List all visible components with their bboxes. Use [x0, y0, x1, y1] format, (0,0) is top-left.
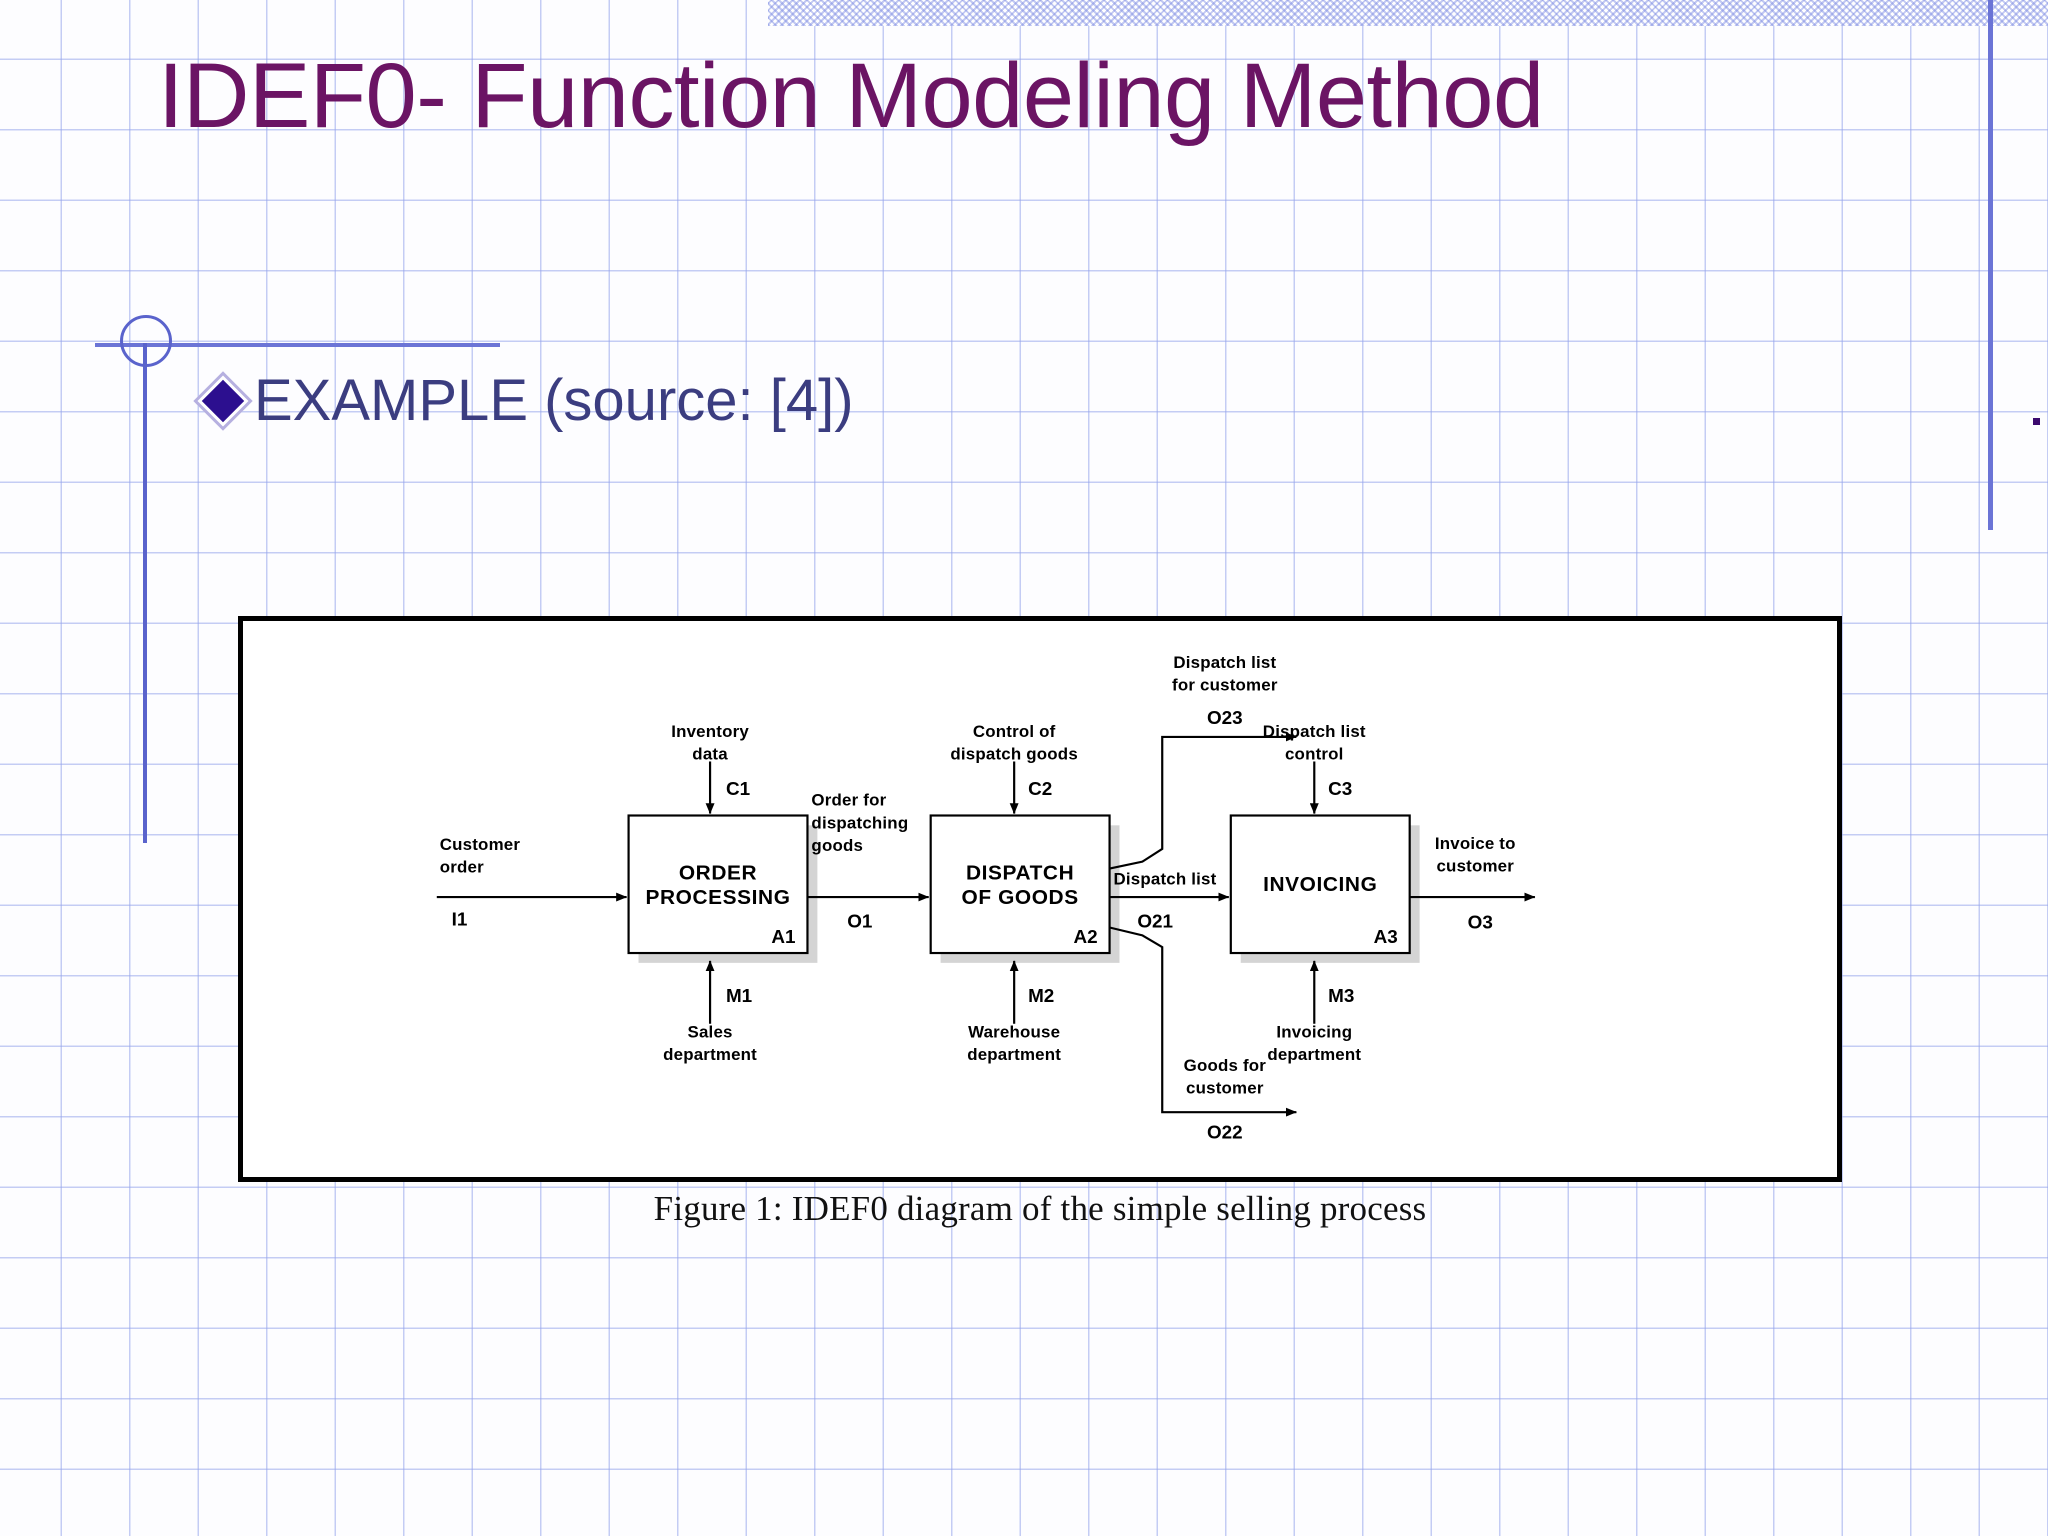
- arrow-o22-label-line1: Goods for: [1184, 1056, 1267, 1075]
- arrow-o22-code: O22: [1207, 1122, 1243, 1143]
- activity-a1-line2: PROCESSING: [646, 886, 791, 909]
- arrow-o3-label-line2: customer: [1436, 857, 1514, 876]
- arrow-o1-label-line3: goods: [811, 836, 863, 855]
- bullet-list-item: EXAMPLE (source: [4]): [201, 368, 854, 433]
- activity-a1-code: A1: [771, 926, 795, 947]
- arrow-m3-label-line2: department: [1267, 1045, 1361, 1064]
- arrow-m1-label-line1: Sales: [688, 1023, 733, 1042]
- activity-a3-code: A3: [1374, 926, 1398, 947]
- arrow-o23-label-line1: Dispatch list: [1173, 653, 1276, 672]
- arrow-o3-code: O3: [1468, 912, 1493, 933]
- arrow-m2-label-line1: Warehouse: [968, 1023, 1060, 1042]
- arrow-m2-code: M2: [1028, 985, 1054, 1006]
- arrow-o22-label-line2: customer: [1186, 1079, 1264, 1098]
- arrow-m3-label-line1: Invoicing: [1276, 1023, 1352, 1042]
- slide-title: IDEF0- Function Modeling Method: [158, 45, 1544, 147]
- arrow-i1-code: I1: [452, 909, 468, 930]
- arrow-o1-label-line1: Order for: [811, 791, 886, 810]
- accent-dot-decoration: [2033, 418, 2040, 425]
- activity-a2-line1: DISPATCH: [966, 861, 1074, 884]
- activity-a3-line1: INVOICING: [1263, 873, 1377, 896]
- arrow-o21-label: Dispatch list: [1114, 869, 1217, 888]
- arrow-c1-label-line2: data: [692, 745, 728, 764]
- arrow-i1-label-line1: Customer: [440, 835, 521, 854]
- arrow-c2-label-line2: dispatch goods: [950, 745, 1078, 764]
- activity-a2-code: A2: [1074, 926, 1098, 947]
- arrow-c1-label-line1: Inventory: [671, 722, 749, 741]
- figure-caption: Figure 1: IDEF0 diagram of the simple se…: [653, 1189, 1427, 1228]
- arrow-c3-label-line1: Dispatch list: [1263, 722, 1366, 741]
- activity-a1-line1: ORDER: [679, 861, 757, 884]
- arrow-o21-code: O21: [1137, 911, 1173, 932]
- figure-border-frame: ORDER PROCESSING A1 Customer order I1 In…: [238, 616, 1842, 1182]
- arrow-o3-label-line1: Invoice to: [1435, 834, 1516, 853]
- arrow-m3-code: M3: [1328, 985, 1354, 1006]
- arrow-o1-code: O1: [847, 911, 872, 932]
- arrow-c3-code: C3: [1328, 778, 1352, 799]
- arrow-o23-code: O23: [1207, 707, 1243, 728]
- figure-block: ORDER PROCESSING A1 Customer order I1 In…: [238, 616, 1842, 1229]
- arrow-o1-label-line2: dispatching: [811, 813, 908, 832]
- activity-a2-line2: OF GOODS: [962, 886, 1079, 909]
- arrow-c3-label-line2: control: [1285, 745, 1344, 764]
- arrow-c1-code: C1: [726, 778, 750, 799]
- arrow-m1-code: M1: [726, 985, 752, 1006]
- accent-right-vertical-line: [1988, 0, 1993, 530]
- accent-horizontal-line: [95, 343, 500, 347]
- arrow-c2-code: C2: [1028, 778, 1052, 799]
- arrow-m1-label-line2: department: [663, 1045, 757, 1064]
- idef0-diagram: ORDER PROCESSING A1 Customer order I1 In…: [436, 653, 1536, 1143]
- bullet-item-label: EXAMPLE (source: [4]): [254, 368, 854, 433]
- diamond-bullet-icon: [201, 379, 245, 423]
- arrow-m2-label-line2: department: [967, 1045, 1061, 1064]
- arrow-i1-label-line2: order: [440, 858, 484, 877]
- accent-vertical-line: [143, 343, 147, 843]
- arrow-o23-label-line2: for customer: [1172, 676, 1278, 695]
- arrow-c2-label-line1: Control of: [973, 722, 1056, 741]
- top-hatch-decoration: [768, 0, 2048, 26]
